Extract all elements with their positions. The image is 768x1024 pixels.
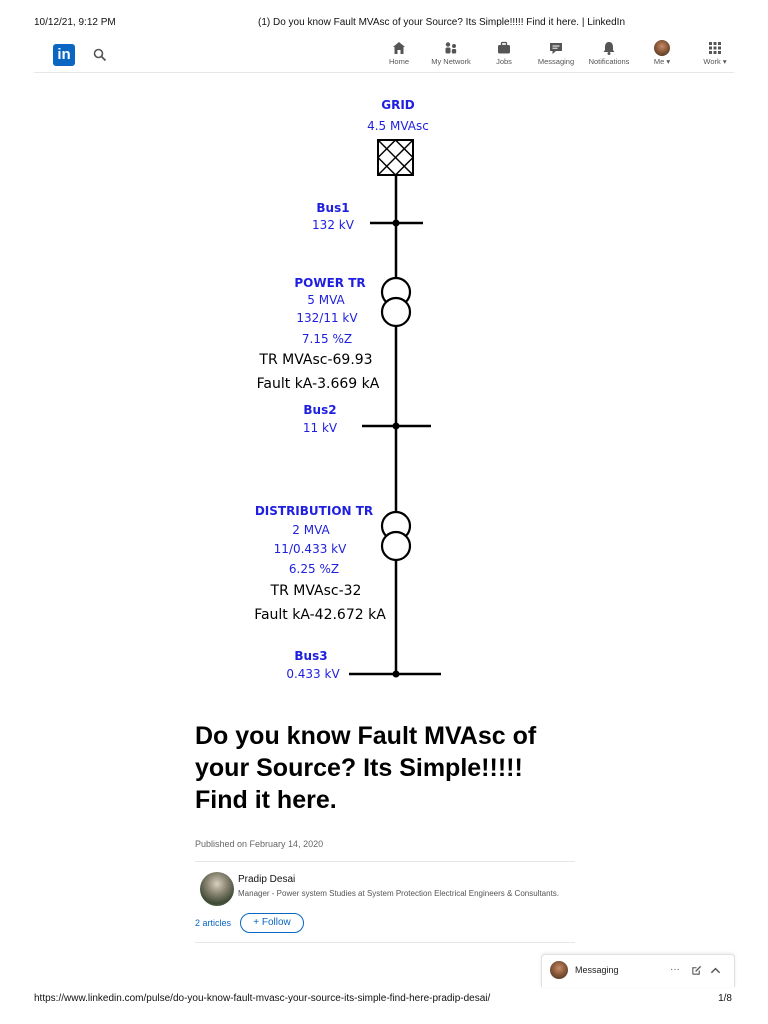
chevron-up-icon[interactable]	[710, 966, 721, 975]
nav-home-label: Home	[388, 57, 409, 66]
grid-title: GRID	[381, 98, 415, 112]
single-line-diagram: GRID 4.5 MVAsc Bus1 132 kV POWER TR 5 MV…	[254, 98, 441, 681]
compose-icon[interactable]	[691, 965, 702, 976]
dist-tr-ratio: 11/0.433 kV	[274, 542, 347, 556]
nav-jobs-label: Jobs	[496, 57, 512, 66]
avatar	[550, 961, 568, 979]
print-page-title: (1) Do you know Fault MVAsc of your Sour…	[258, 17, 626, 28]
home-icon	[393, 42, 405, 54]
dist-tr-fault: Fault kA-42.672 kA	[254, 607, 386, 623]
print-url: https://www.linkedin.com/pulse/do-you-kn…	[34, 993, 491, 1004]
print-page-number: 1/8	[718, 993, 732, 1004]
author-articles-link[interactable]: 2 articles	[195, 918, 232, 928]
linkedin-logo-icon[interactable]: in	[53, 44, 75, 66]
messaging-label: Messaging	[575, 965, 619, 975]
bus1-name: Bus1	[316, 201, 349, 215]
print-date: 10/12/21, 9:12 PM	[34, 17, 116, 28]
nav-notifications[interactable]: Notifications	[579, 40, 639, 72]
author-card: Pradip Desai Manager - Power system Stud…	[195, 861, 575, 943]
follow-button[interactable]: + Follow	[240, 913, 304, 933]
dist-tr-mvasc: TR MVAsc-32	[270, 583, 362, 599]
messaging-icon	[550, 43, 562, 54]
nav-jobs[interactable]: Jobs	[474, 40, 534, 72]
bus3-name: Bus3	[294, 649, 327, 663]
more-options-icon[interactable]: ···	[670, 964, 680, 975]
grid-rating: 4.5 MVAsc	[367, 119, 429, 133]
article-title: Do you know Fault MVAsc of your Source? …	[195, 722, 537, 814]
nav-me[interactable]: Me ▾	[632, 40, 692, 72]
nav-me-label: Me ▾	[653, 57, 671, 66]
author-avatar[interactable]	[200, 872, 234, 906]
power-transformer-symbol	[380, 276, 412, 328]
bus1-node	[392, 219, 400, 227]
power-tr-title: POWER TR	[294, 276, 365, 290]
nav-my-network-label: My Network	[431, 57, 471, 66]
grid-icon	[709, 42, 721, 54]
power-tr-ratio: 132/11 kV	[296, 311, 358, 325]
nav-messaging[interactable]: Messaging	[526, 40, 586, 72]
dist-tr-impedance: 6.25 %Z	[289, 562, 339, 576]
distribution-transformer-symbol	[380, 510, 412, 562]
published-date: Published on February 14, 2020	[195, 839, 324, 849]
nav-messaging-label: Messaging	[537, 57, 575, 66]
author-name[interactable]: Pradip Desai	[238, 874, 296, 885]
power-tr-fault: Fault kA-3.669 kA	[257, 376, 380, 392]
bus2-name: Bus2	[303, 403, 336, 417]
grid-source-symbol	[377, 139, 414, 176]
author-headline: Manager - Power system Studies at System…	[238, 889, 560, 898]
nav-my-network[interactable]: My Network	[421, 40, 481, 72]
messaging-overlay[interactable]: Messaging ···	[541, 954, 735, 987]
bus3-voltage: 0.433 kV	[286, 667, 340, 681]
power-tr-impedance: 7.15 %Z	[302, 332, 352, 346]
bus2-node	[392, 422, 400, 430]
notifications-icon	[603, 42, 615, 55]
print-header: 10/12/21, 9:12 PM (1) Do you know Fault …	[0, 17, 768, 31]
jobs-icon	[498, 41, 510, 54]
print-footer: https://www.linkedin.com/pulse/do-you-kn…	[0, 993, 768, 1007]
nav-notifications-label: Notifications	[588, 57, 630, 66]
network-icon	[445, 42, 457, 54]
nav-work-label: Work ▾	[703, 57, 727, 66]
bus3-node	[392, 670, 400, 678]
dist-tr-title: DISTRIBUTION TR	[255, 504, 373, 518]
nav-work[interactable]: Work ▾	[685, 40, 745, 72]
top-navbar: in Home My Network Jobs Messaging	[34, 38, 734, 73]
dist-tr-rating: 2 MVA	[292, 523, 330, 537]
bus1-voltage: 132 kV	[312, 218, 355, 232]
nav-home[interactable]: Home	[369, 40, 429, 72]
power-tr-rating: 5 MVA	[307, 293, 345, 307]
bus2-voltage: 11 kV	[303, 421, 338, 435]
search-icon[interactable]	[92, 47, 108, 63]
power-tr-mvasc: TR MVAsc-69.93	[258, 352, 372, 368]
avatar	[654, 40, 670, 56]
